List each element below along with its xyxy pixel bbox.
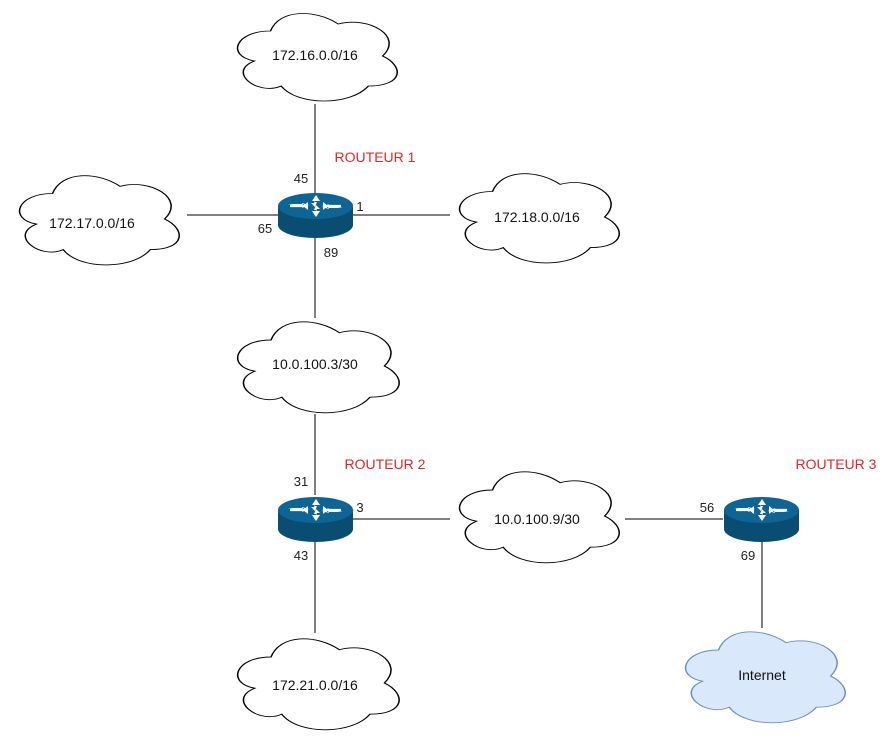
- links: [187, 104, 763, 633]
- cloud-n5: 10.0.100.9/30: [460, 472, 620, 563]
- network-label-internet: Internet: [738, 667, 786, 683]
- router-3: [724, 497, 799, 542]
- cloud-n4: 10.0.100.3/30: [238, 322, 399, 413]
- cloud-n6: 172.21.0.0/16: [238, 639, 399, 730]
- cloud-internet: Internet: [686, 632, 846, 723]
- router-label-1: ROUTEUR 1: [335, 149, 416, 165]
- port-label-r1-top: 45: [294, 171, 308, 186]
- cloud-n2: 172.17.0.0/16: [20, 176, 180, 265]
- port-label-r3-left: 56: [700, 500, 714, 515]
- router-icon: [724, 497, 799, 542]
- network-label-n3: 172.18.0.0/16: [494, 209, 580, 225]
- router-icon: [278, 193, 353, 238]
- router-1: [278, 193, 353, 238]
- router-icon: [278, 497, 353, 542]
- port-label-r1-right: 1: [356, 199, 363, 214]
- network-label-n5: 10.0.100.9/30: [494, 511, 580, 527]
- port-label-r2-right: 3: [356, 500, 363, 515]
- router-label-3: ROUTEUR 3: [796, 456, 877, 472]
- port-label-r2-bottom: 43: [294, 548, 308, 563]
- cloud-n1: 172.16.0.0/16: [238, 14, 398, 101]
- network-label-n6: 172.21.0.0/16: [272, 677, 358, 693]
- port-label-r1-bottom: 89: [324, 245, 338, 260]
- router-label-2: ROUTEUR 2: [345, 456, 426, 472]
- port-label-r1-left: 65: [258, 221, 272, 236]
- router-2: [278, 497, 353, 542]
- port-label-r3-bottom: 69: [741, 548, 755, 563]
- network-label-n2: 172.17.0.0/16: [49, 215, 135, 231]
- cloud-n3: 172.18.0.0/16: [460, 174, 620, 263]
- network-label-n4: 10.0.100.3/30: [272, 356, 358, 372]
- port-label-r2-top: 31: [294, 474, 308, 489]
- network-label-n1: 172.16.0.0/16: [272, 47, 358, 63]
